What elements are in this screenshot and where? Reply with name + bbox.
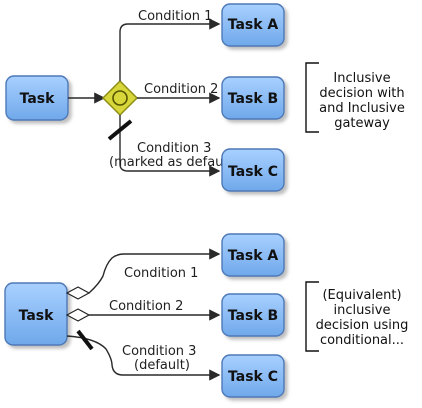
bottom-condition-2-label: Condition 2 [109, 299, 183, 314]
bottom-note-line-2: inclusive [334, 303, 391, 318]
bottom-path-condition-3 [66, 335, 221, 381]
bottom-task-b-box[interactable] [221, 293, 285, 337]
bottom-task-c-box[interactable] [221, 354, 285, 398]
top-condition-1-label: Condition 1 [138, 9, 212, 24]
top-condition-3-label: Condition 3 [137, 141, 211, 156]
top-source-task-label: Task [20, 91, 56, 107]
top-note-line-3: and Inclusive [319, 101, 405, 116]
top-note-bracket [305, 62, 319, 133]
bottom-task-a-label: Task A [228, 248, 279, 264]
inclusive-gateway-circle-icon [112, 90, 128, 106]
top-note-line-2: decision with [319, 86, 404, 101]
bottom-path-condition-1 [88, 248, 221, 294]
inclusive-gateway-diamond [101, 79, 139, 117]
top-task-b-label: Task B [228, 91, 278, 107]
bottom-default-flow-slash [76, 329, 94, 351]
bottom-note-line-3: decision using [316, 318, 409, 333]
top-path-condition-3 [119, 115, 221, 177]
bottom-condition-3-default-label: (default) [134, 358, 190, 373]
top-task-a-box[interactable] [221, 3, 285, 47]
bottom-source-task-label: Task [19, 308, 55, 324]
top-path-condition-1 [119, 18, 221, 81]
bottom-note-bracket [305, 281, 319, 352]
bottom-task-c-label: Task C [228, 369, 278, 385]
top-note-line-1: Inclusive [333, 71, 390, 86]
bottom-note-line-1: (Equivalent) [322, 288, 401, 303]
top-task-c-label: Task C [228, 164, 278, 180]
bottom-condition-3-label: Condition 3 [122, 344, 196, 359]
top-note-line-4: gateway [334, 116, 390, 131]
bottom-condition-1-diamond-icon [65, 286, 91, 300]
bottom-condition-1-label: Condition 1 [124, 266, 198, 281]
bottom-diagram: Task Condition 1 Condition 2 Condition 3… [4, 233, 409, 398]
top-task-a-label: Task A [228, 17, 279, 33]
top-diagram: Task Condition 1 Condition 2 Condition 3… [5, 3, 405, 192]
top-task-c-box[interactable] [221, 148, 285, 192]
bottom-note-line-4: conditional... [320, 333, 404, 348]
top-task-b-box[interactable] [221, 76, 285, 120]
bottom-task-a-box[interactable] [221, 233, 285, 277]
top-condition-3-default-label: (marked as default) [109, 155, 237, 170]
top-condition-2-label: Condition 2 [144, 82, 218, 97]
bottom-condition-2-diamond-icon [65, 308, 91, 322]
bottom-task-b-label: Task B [228, 308, 278, 324]
top-default-flow-slash [107, 119, 133, 141]
bottom-source-task-box[interactable] [4, 282, 68, 346]
